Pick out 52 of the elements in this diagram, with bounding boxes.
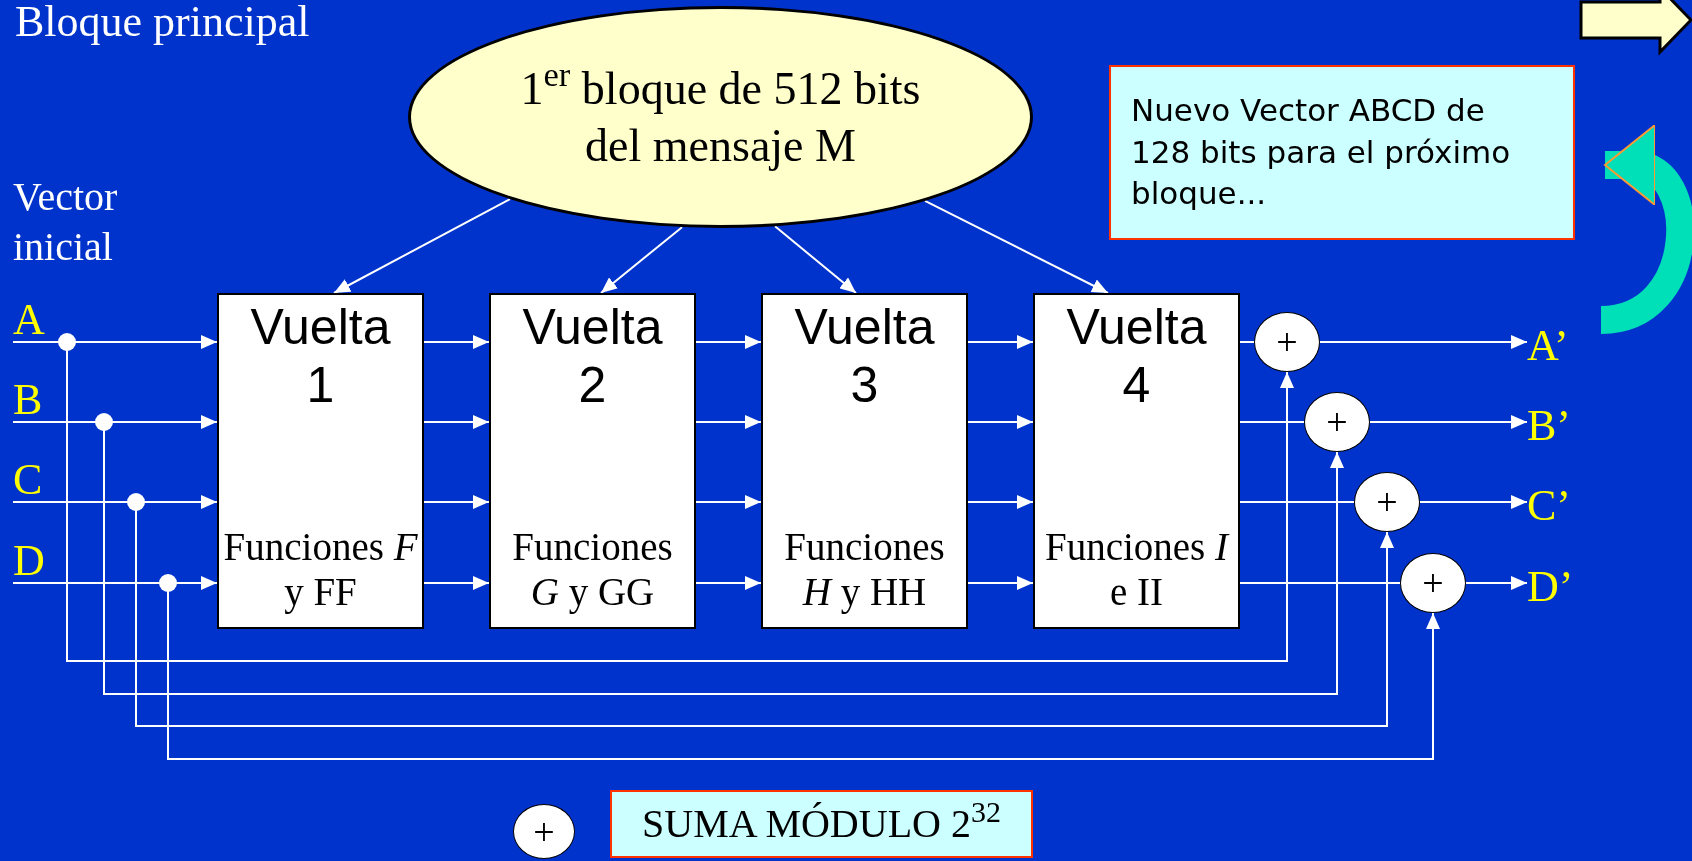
arrow — [1465, 576, 1528, 590]
arrow — [967, 335, 1034, 349]
arrow — [423, 415, 490, 429]
round-box — [1033, 293, 1240, 629]
round-box — [217, 293, 424, 629]
adder-circle: + — [1354, 472, 1420, 532]
arrow — [333, 198, 511, 294]
signal-label: A’ — [1527, 324, 1569, 368]
signal-label: D — [13, 539, 45, 583]
arrow — [423, 495, 490, 509]
legend-text: SUMA MÓDULO 2$^{32}$ — [642, 804, 1001, 844]
arrow — [423, 335, 490, 349]
round-title: Vuelta 1 — [249, 299, 392, 414]
arrow — [423, 576, 490, 590]
arrow — [1319, 335, 1528, 349]
arrow — [695, 576, 762, 590]
round-title: Vuelta 4 — [1065, 299, 1208, 414]
round-functions: Funciones F y FF — [223, 525, 418, 615]
round-functions: Funciones H y HH — [783, 525, 946, 615]
signal-label: B’ — [1527, 404, 1571, 448]
vector-label: Vector inicial — [13, 173, 119, 271]
round-title: Vuelta 3 — [793, 299, 936, 414]
arrow — [924, 199, 1109, 294]
arrow — [1419, 495, 1528, 509]
signal-label: B — [13, 378, 43, 422]
adder-circle: + — [1254, 312, 1320, 372]
adder-circle: + — [513, 804, 575, 859]
round-functions: Funciones G y GG — [511, 525, 674, 615]
arrow — [967, 576, 1034, 590]
signal-label: C’ — [1527, 484, 1571, 528]
arrow — [695, 335, 762, 349]
round-functions: Funciones I e II — [1043, 525, 1231, 615]
arrow — [695, 415, 762, 429]
arrow — [12, 421, 1344, 695]
arrow — [967, 415, 1034, 429]
round-box — [489, 293, 696, 629]
adder-circle: + — [1304, 392, 1370, 452]
arrow — [695, 495, 762, 509]
adder-circle: + — [1400, 553, 1466, 613]
arrow — [600, 226, 683, 294]
round-box — [761, 293, 968, 629]
arrow — [12, 341, 1294, 662]
signal-label: C — [13, 458, 43, 502]
signal-label: A — [13, 298, 45, 342]
arrow — [1369, 415, 1528, 429]
arrow — [967, 495, 1034, 509]
legend-box — [610, 790, 1033, 858]
round-title: Vuelta 2 — [521, 299, 664, 414]
signal-label: D’ — [1527, 565, 1574, 609]
ellipse-text: 1$^{er}$ bloque de 512 bits del mensaje M — [519, 59, 922, 173]
note-box: Nuevo Vector ABCD de 128 bits para el próximo bloque... — [1109, 65, 1575, 240]
title: Bloque principal — [15, 0, 310, 48]
